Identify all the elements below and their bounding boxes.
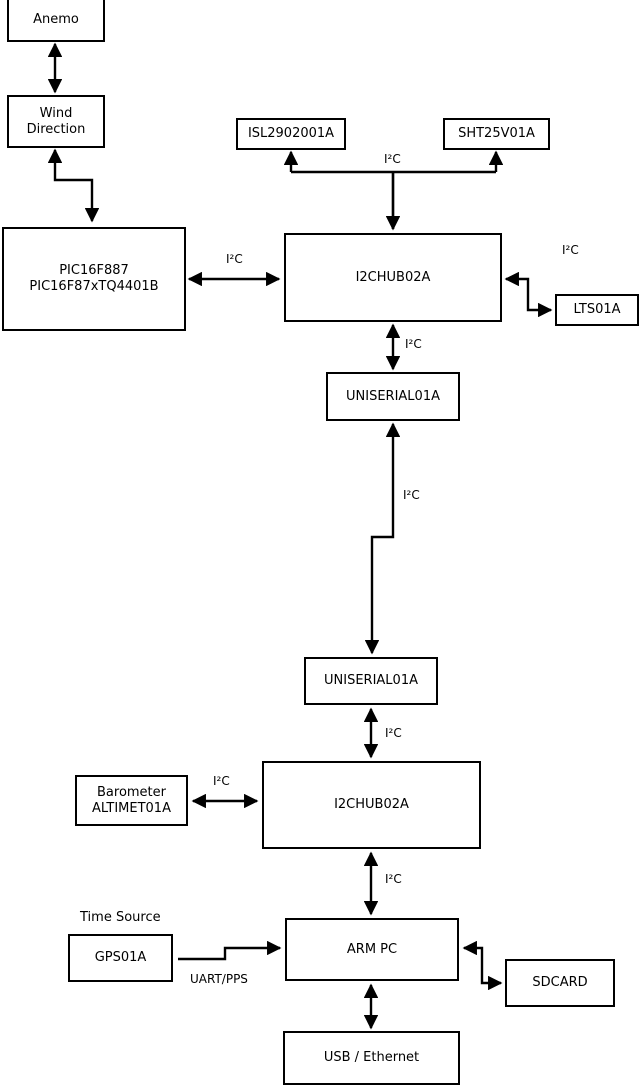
wire-label-i2c-barometer-hub2: I²C: [213, 774, 230, 788]
node-sdcard-label: SDCARD: [532, 975, 588, 991]
node-gps01a-label: GPS01A: [94, 950, 147, 966]
node-wind-direction[interactable]: Wind Direction: [7, 95, 105, 148]
connector-wind-pic: [47, 148, 100, 223]
node-gps01a[interactable]: GPS01A: [68, 934, 173, 982]
node-uniserial01a-lower[interactable]: UNISERIAL01A: [304, 657, 438, 705]
node-uniserial01a-upper[interactable]: UNISERIAL01A: [326, 372, 460, 421]
node-barometer-altimet01a[interactable]: Barometer ALTIMET01A: [75, 775, 188, 826]
wire-label-i2c-hub-sensors: I²C: [384, 152, 401, 166]
wire-label-i2c-hub-lts: I²C: [562, 243, 579, 257]
node-isl2902001a-label: ISL2902001A: [247, 126, 335, 142]
node-i2chub02a-bottom-label: I2CHUB02A: [334, 797, 409, 813]
node-isl2902001a[interactable]: ISL2902001A: [236, 118, 346, 150]
node-sdcard[interactable]: SDCARD: [505, 959, 615, 1007]
node-sht25v01a[interactable]: SHT25V01A: [443, 118, 550, 150]
node-uniserial01a-lower-label: UNISERIAL01A: [324, 673, 418, 689]
wire-label-i2c-pic-hub: I²C: [226, 252, 243, 266]
connector-hubtop-lts: [504, 271, 553, 318]
node-i2chub02a-top-label: I2CHUB02A: [355, 269, 431, 285]
wire-label-i2c-hub-uniserial: I²C: [405, 337, 422, 351]
connector-armpc-sdcard: [462, 940, 503, 991]
node-lts01a[interactable]: LTS01A: [555, 294, 639, 326]
wire-label-i2c-hub2-armpc: I²C: [385, 872, 402, 886]
wire-label-i2c-uniserial-link: I²C: [403, 488, 420, 502]
node-lts01a-label: LTS01A: [573, 302, 621, 318]
node-arm-pc-label: ARM PC: [346, 941, 398, 957]
node-arm-pc[interactable]: ARM PC: [285, 918, 459, 981]
connector-gps-armpc: [178, 940, 282, 961]
node-usb-ethernet[interactable]: USB / Ethernet: [283, 1031, 460, 1085]
node-anemo[interactable]: Anemo: [7, 0, 105, 42]
node-i2chub02a-bottom[interactable]: I2CHUB02A: [262, 761, 481, 849]
wire-label-i2c-uniserial-hub2: I²C: [385, 726, 402, 740]
label-time-source: Time Source: [80, 910, 161, 925]
node-sht25v01a-label: SHT25V01A: [458, 126, 535, 142]
wire-label-uart-pps: UART/PPS: [190, 972, 248, 986]
node-pic-mcu-label: PIC16F887 PIC16F87xTQ4401B: [29, 263, 159, 294]
node-anemo-label: Anemo: [33, 12, 79, 28]
node-uniserial01a-upper-label: UNISERIAL01A: [346, 388, 440, 404]
node-pic-mcu[interactable]: PIC16F887 PIC16F87xTQ4401B: [2, 227, 186, 331]
node-i2chub02a-top[interactable]: I2CHUB02A: [284, 233, 502, 322]
node-usb-ethernet-label: USB / Ethernet: [323, 1050, 420, 1066]
node-barometer-altimet01a-label: Barometer ALTIMET01A: [92, 784, 171, 816]
node-wind-direction-label: Wind Direction: [26, 105, 86, 137]
connector-uniserial-link: [364, 422, 401, 655]
